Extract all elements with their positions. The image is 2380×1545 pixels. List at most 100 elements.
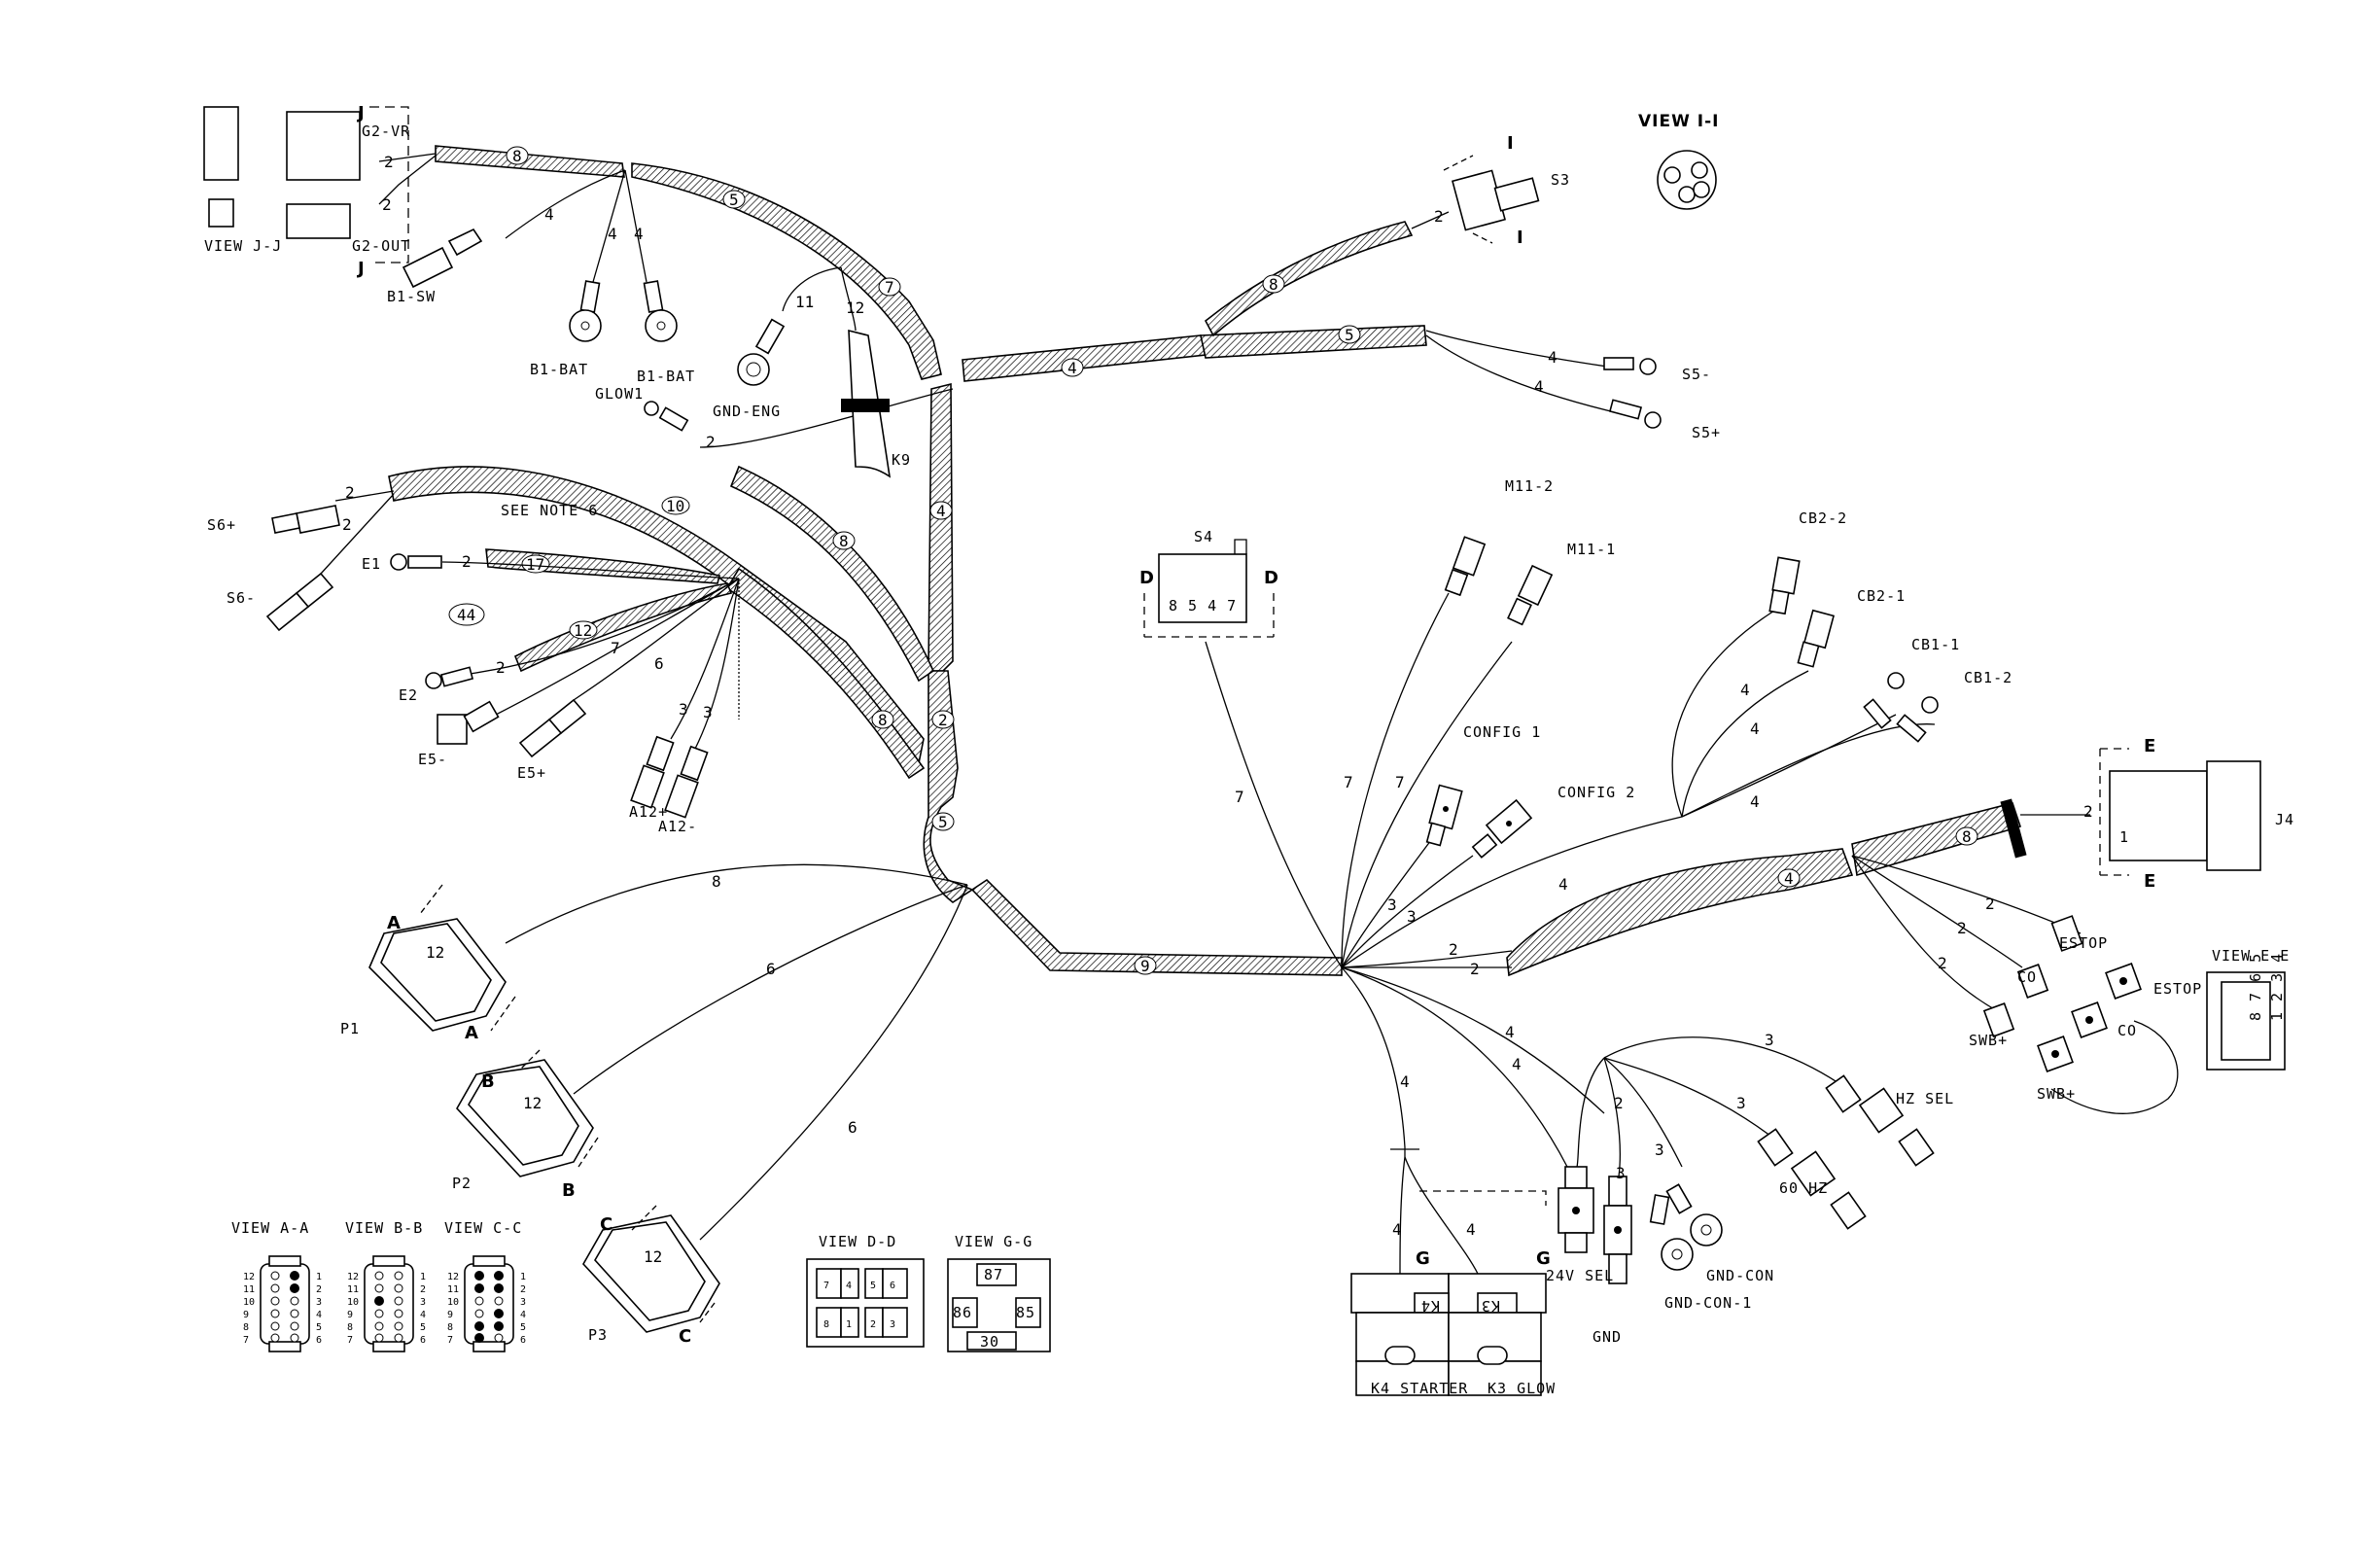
label-24v-sel: 24V SEL <box>1546 1267 1614 1284</box>
blade-terminal-e5-minus <box>437 700 500 745</box>
ring-terminal-b1-bat-2 <box>643 280 678 342</box>
svg-text:D: D <box>1264 568 1278 588</box>
section-marks: J J I I A A B B C C D D E E G G <box>356 103 2155 1347</box>
ring-terminal-b1-bat-1 <box>569 280 602 342</box>
svg-text:8: 8 <box>823 1319 829 1330</box>
label-cb2-2: CB2-2 <box>1799 509 1847 527</box>
svg-text:7: 7 <box>447 1335 453 1346</box>
view-gg-label: VIEW G-G <box>955 1233 1032 1250</box>
svg-text:12: 12 <box>243 1272 255 1282</box>
label-g2-vr: G2-VR <box>362 123 410 140</box>
svg-text:G: G <box>1536 1248 1551 1269</box>
label-e2: E2 <box>399 686 418 704</box>
connector-swb <box>1982 1002 2074 1072</box>
svg-text:2: 2 <box>1449 940 1458 959</box>
svg-text:K3: K3 <box>1481 1297 1500 1315</box>
svg-text:B: B <box>481 1071 495 1092</box>
relay-k4-k3: K4 K3 <box>1350 1273 1547 1396</box>
svg-text:8: 8 <box>712 872 721 891</box>
ring-terminal-e1 <box>390 553 442 571</box>
svg-text:1: 1 <box>2119 828 2129 846</box>
svg-text:2: 2 <box>1470 960 1480 978</box>
connector-estop <box>2050 915 2142 1000</box>
svg-text:4: 4 <box>420 1310 426 1320</box>
svg-text:3: 3 <box>679 700 688 719</box>
label-co-1: CO <box>2017 968 2037 986</box>
view-ee-box: 8 7 6 5 1 2 3 4 <box>2206 953 2286 1071</box>
label-s6-minus: S6- <box>227 589 256 607</box>
svg-text:6: 6 <box>420 1335 426 1346</box>
label-e5-plus: E5+ <box>517 764 546 782</box>
svg-text:6: 6 <box>654 654 664 673</box>
svg-text:I: I <box>1507 133 1514 154</box>
svg-text:7: 7 <box>611 639 620 657</box>
svg-text:3: 3 <box>1387 895 1397 914</box>
connector-gnd <box>1603 1176 1632 1284</box>
wire-counts: 2 2 4 4 4 11 12 2 2 4 4 2 2 2 2 7 6 3 3 … <box>342 153 2093 1239</box>
svg-text:1: 1 <box>846 1319 852 1330</box>
bundle-number-left2: 8 <box>832 531 856 550</box>
svg-text:E: E <box>2144 871 2155 892</box>
svg-text:7: 7 <box>243 1335 249 1346</box>
view-jj-label: VIEW J-J <box>204 237 282 255</box>
svg-text:G: G <box>1416 1248 1430 1269</box>
svg-text:7: 7 <box>1395 773 1405 791</box>
view-cc-label: VIEW C-C <box>444 1219 522 1237</box>
svg-text:4: 4 <box>316 1310 322 1320</box>
svg-text:3: 3 <box>890 1319 895 1330</box>
svg-text:B: B <box>562 1180 576 1201</box>
view-jj-sketch <box>203 106 361 239</box>
label-config-2: CONFIG 2 <box>1558 784 1635 801</box>
ring-terminal-s5-minus <box>1603 357 1657 375</box>
relay-k9 <box>841 329 892 478</box>
svg-text:5: 5 <box>729 191 739 209</box>
label-a12-plus: A12+ <box>629 803 668 821</box>
svg-text:4: 4 <box>1392 1220 1402 1239</box>
label-e1: E1 <box>362 555 381 573</box>
svg-text:44: 44 <box>457 606 475 624</box>
svg-text:2: 2 <box>496 658 506 677</box>
svg-text:5: 5 <box>870 1281 876 1291</box>
label-b1-sw: B1-SW <box>387 288 436 305</box>
bundle-number-upper-right-2: 5 <box>1338 325 1361 344</box>
svg-text:8: 8 <box>1269 275 1278 294</box>
ring-terminal-cb1-2 <box>1896 696 1939 743</box>
label-s6-plus: S6+ <box>207 516 236 534</box>
view-ii-label: VIEW I-I <box>1638 112 1719 131</box>
svg-text:10: 10 <box>243 1297 255 1308</box>
svg-text:7: 7 <box>885 278 894 297</box>
svg-text:9: 9 <box>1140 957 1150 975</box>
svg-text:8: 8 <box>512 147 522 165</box>
svg-text:17: 17 <box>526 555 544 574</box>
ring-terminal-glow1 <box>644 401 689 432</box>
bundle-number-trunk-b: 4 <box>929 501 953 520</box>
label-k9: K9 <box>892 451 911 469</box>
view-dd-label: VIEW D-D <box>819 1233 896 1250</box>
bundle-number-top1: 8 <box>506 146 529 165</box>
ring-terminal-gnd-con-1 <box>1649 1194 1694 1271</box>
svg-text:6: 6 <box>520 1335 526 1346</box>
svg-text:12: 12 <box>447 1272 459 1282</box>
svg-text:2: 2 <box>1957 919 1967 937</box>
connector-p2: 12 <box>456 1059 594 1177</box>
svg-text:6: 6 <box>890 1281 895 1291</box>
svg-text:5: 5 <box>1345 326 1354 344</box>
svg-text:2: 2 <box>345 483 355 502</box>
label-g2-out: G2-OUT <box>352 237 410 255</box>
svg-text:12: 12 <box>846 298 864 317</box>
wires <box>320 153 2179 1275</box>
bundle-number-left1: 10 <box>661 496 690 515</box>
blade-terminal-m11-1 <box>1507 564 1554 626</box>
connector-p1: 12 <box>368 918 507 1032</box>
label-b1-bat-2: B1-BAT <box>637 368 695 385</box>
blade-terminal-e5-plus <box>518 698 587 758</box>
svg-text:4: 4 <box>1548 348 1558 367</box>
view-bb-label: VIEW B-B <box>345 1219 423 1237</box>
label-cb2-1: CB2-1 <box>1857 587 1906 605</box>
svg-text:4: 4 <box>1558 875 1568 894</box>
switch-s3 <box>1452 169 1540 231</box>
svg-text:12: 12 <box>347 1272 359 1282</box>
svg-text:I: I <box>1517 228 1523 248</box>
svg-text:E: E <box>2144 736 2155 756</box>
blade-terminal-cb2-1 <box>1797 609 1836 668</box>
